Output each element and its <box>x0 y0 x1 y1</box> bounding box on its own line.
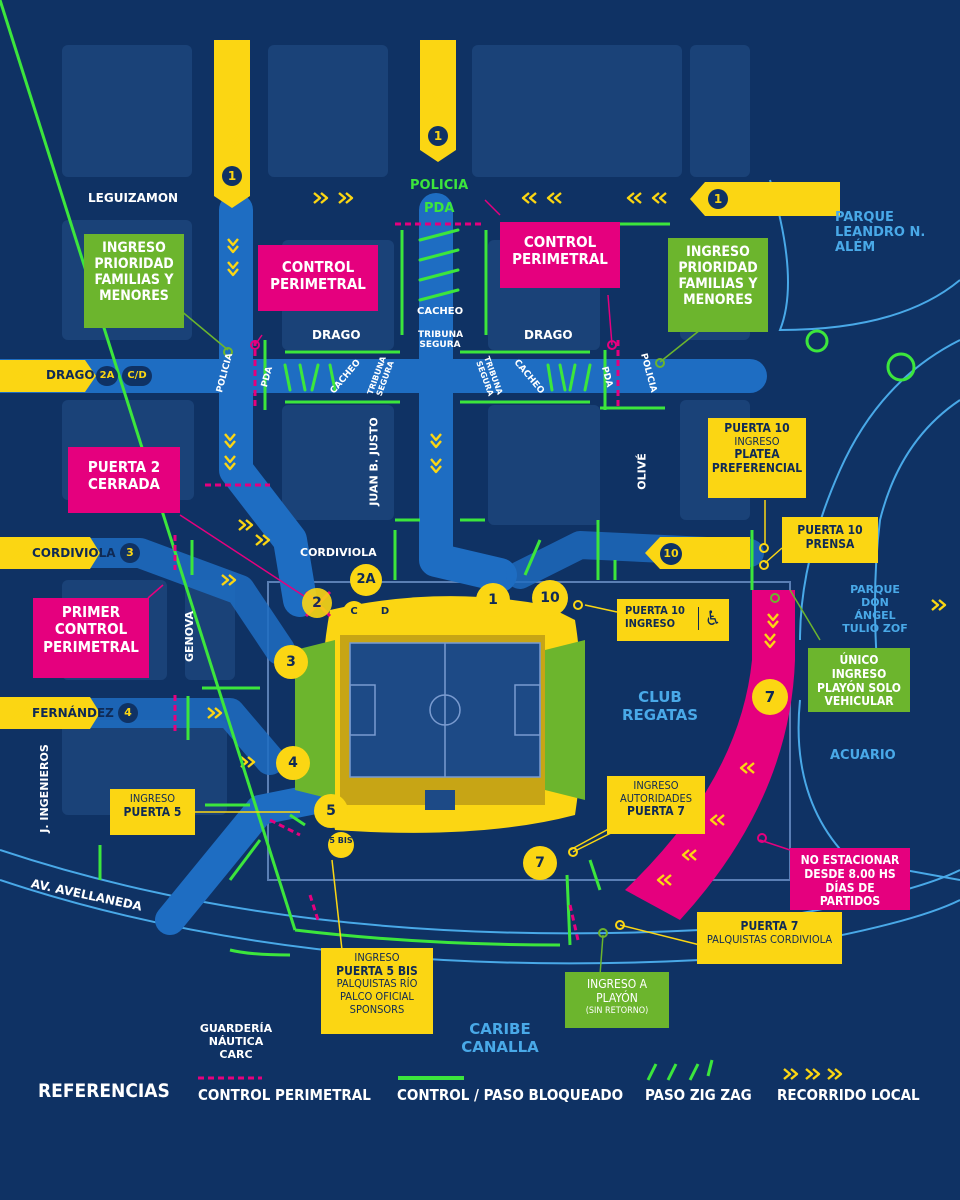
checkpoint-policia-top: POLICIA <box>410 178 469 193</box>
legend-recorrido: RECORRIDO LOCAL <box>777 1086 920 1104</box>
gate-2-closed[interactable]: 2 <box>302 588 332 618</box>
parque-don-angel-tulio-zof: PARQUE DON ÁNGEL TULIO ZOF <box>842 583 908 635</box>
puerta5bis-box: INGRESO PUERTA 5 BIS PALQUISTAS RÍO PALC… <box>321 948 433 1034</box>
ingreso-prioridad-left: INGRESO PRIORIDAD FAMILIAS Y MENORES <box>84 234 184 328</box>
arrow-badge-puerta10: 10 <box>660 543 682 565</box>
legend-graphics <box>398 1059 843 1081</box>
gate-7[interactable]: 7 <box>523 846 557 880</box>
gate-3[interactable]: 3 <box>274 645 308 679</box>
pointer-dots <box>223 340 780 938</box>
ingreso-puerta5-box: INGRESO PUERTA 5 <box>110 789 195 835</box>
puerta7-palquistas-sub: PALQUISTAS CORDIVIOLA <box>706 932 833 946</box>
arrow-badge-top-left: 1 <box>222 166 242 186</box>
acuario: ACUARIO <box>830 748 896 763</box>
unico-ingreso-playon: ÚNICO INGRESO PLAYÓN SOLO VEHICULAR <box>808 648 910 712</box>
gate-7-right[interactable]: 7 <box>752 679 788 715</box>
primer-control-perimetral: PRIMER CONTROL PERIMETRAL <box>33 598 149 678</box>
street-drago-right: DRAGO <box>524 328 573 342</box>
arrow-badge-right: 1 <box>708 189 728 209</box>
autoridades-puerta7-main: PUERTA 7 <box>627 804 685 819</box>
ingreso-puerta5-main: PUERTA 5 <box>123 804 182 819</box>
gate-1[interactable]: 1 <box>476 583 510 617</box>
arrow-badge-top-center: 1 <box>428 126 448 146</box>
street-juan-b-justo: JUAN B. JUSTO <box>367 417 381 506</box>
pointer-lines <box>147 199 821 976</box>
gate-d[interactable]: D <box>374 601 396 623</box>
playon-main: INGRESO A PLAYÓN <box>586 977 648 1005</box>
no-estacionar: NO ESTACIONAR DESDE 8.00 HS DÍAS DE PART… <box>790 848 910 910</box>
street-olive: OLIVÉ <box>635 453 649 490</box>
puerta10-ingreso-box: PUERTA 10 INGRESO ♿ <box>617 599 729 641</box>
puerta7-palquistas-box: PUERTA 7 PALQUISTAS CORDIVIOLA <box>697 912 842 964</box>
route-tag-fernandez-num: 4 <box>118 703 138 723</box>
green-circle-marker <box>805 329 829 353</box>
puerta10-platea-main: PLATEA PREFERENCIAL <box>711 447 803 476</box>
wheelchair-icon: ♿ <box>697 607 721 630</box>
route-tag-fernandez: FERNÁNDEZ <box>32 706 114 720</box>
control-perimetral-left: CONTROL PERIMETRAL <box>258 245 378 311</box>
puerta10-ingreso: PUERTA 10 INGRESO <box>625 604 685 630</box>
route-tag-drago-2a: 2A <box>96 366 118 386</box>
legend-title: REFERENCIAS <box>38 1080 170 1102</box>
gate-5[interactable]: 5 <box>314 794 348 828</box>
green-circle-marker <box>886 352 916 382</box>
route-tag-cordiviola-num: 3 <box>120 543 140 563</box>
checkpoint-pda-top: PDA <box>424 201 455 216</box>
playon-box: INGRESO A PLAYÓN (SIN RETORNO) <box>565 972 669 1028</box>
gate-5-bis[interactable]: 5 BIS <box>328 832 354 858</box>
control-perimetral-right: CONTROL PERIMETRAL <box>500 222 620 288</box>
playon-sub: (SIN RETORNO) <box>585 1005 649 1016</box>
autoridades-puerta7-sub: INGRESO AUTORIDADES <box>620 779 692 805</box>
street-cordiviola: CORDIVIOLA <box>300 546 377 559</box>
perimeter-control-lines <box>173 222 620 1080</box>
parque-leandro-alem: PARQUE LEANDRO N. ALÉM <box>835 210 926 255</box>
legend-zigzag: PASO ZIG ZAG <box>645 1086 752 1104</box>
gate-2a[interactable]: 2A <box>350 564 382 596</box>
caribe-canalla: CARIBE CANALLA <box>461 1020 539 1056</box>
ingreso-prioridad-right: INGRESO PRIORIDAD FAMILIAS Y MENORES <box>668 238 768 332</box>
puerta10-platea-box: PUERTA 10 INGRESO PLATEA PREFERENCIAL <box>708 418 806 498</box>
zigzag-marks <box>283 228 592 392</box>
checkpoint-cacheo-top: CACHEO <box>417 306 464 317</box>
legend-control-perimetral: CONTROL PERIMETRAL <box>198 1086 371 1104</box>
street-genova: GENOVA <box>183 610 197 663</box>
street-drago-left: DRAGO <box>312 328 361 342</box>
puerta5bis-main: PUERTA 5 BIS <box>336 963 418 978</box>
stadium <box>295 596 585 833</box>
route-tag-drago-cd: C/D <box>122 366 152 386</box>
puerta10-platea-title: PUERTA 10 <box>724 421 790 435</box>
no-parking-zone <box>625 590 795 920</box>
legend-control-bloqueado: CONTROL / PASO BLOQUEADO <box>397 1086 624 1104</box>
puerta5bis-extra: PALQUISTAS RÍO PALCO OFICIAL SPONSORS <box>336 977 418 1016</box>
puerta7-palquistas-main: PUERTA 7 <box>740 919 799 933</box>
puerta2-cerrada: PUERTA 2 CERRADA <box>68 447 180 513</box>
guarderia-nautica-carc: GUARDERÍA NÁUTICA CARC <box>199 1022 273 1061</box>
puerta5bis-sub: INGRESO <box>354 951 400 964</box>
route-tag-cordiviola: CORDIVIOLA <box>32 546 116 560</box>
puerta10-platea-sub: INGRESO <box>734 434 780 448</box>
street-leguizamon: LEGUIZAMON <box>88 191 179 205</box>
autoridades-puerta7-box: INGRESO AUTORIDADES PUERTA 7 <box>607 776 705 834</box>
route-tag-drago: DRAGO <box>46 368 95 382</box>
gate-c[interactable]: C <box>343 601 365 623</box>
club-regatas: CLUB REGATAS <box>621 688 699 724</box>
checkpoint-tribuna-segura-top: TRIBUNA SEGURA <box>418 330 464 350</box>
gate-4[interactable]: 4 <box>276 746 310 780</box>
ingreso-puerta5-sub: INGRESO <box>129 792 176 805</box>
gate-10[interactable]: 10 <box>532 580 568 616</box>
street-j-ingenieros: J. INGENIEROS <box>37 744 51 833</box>
puerta10-prensa: PUERTA 10 PRENSA <box>782 517 878 563</box>
